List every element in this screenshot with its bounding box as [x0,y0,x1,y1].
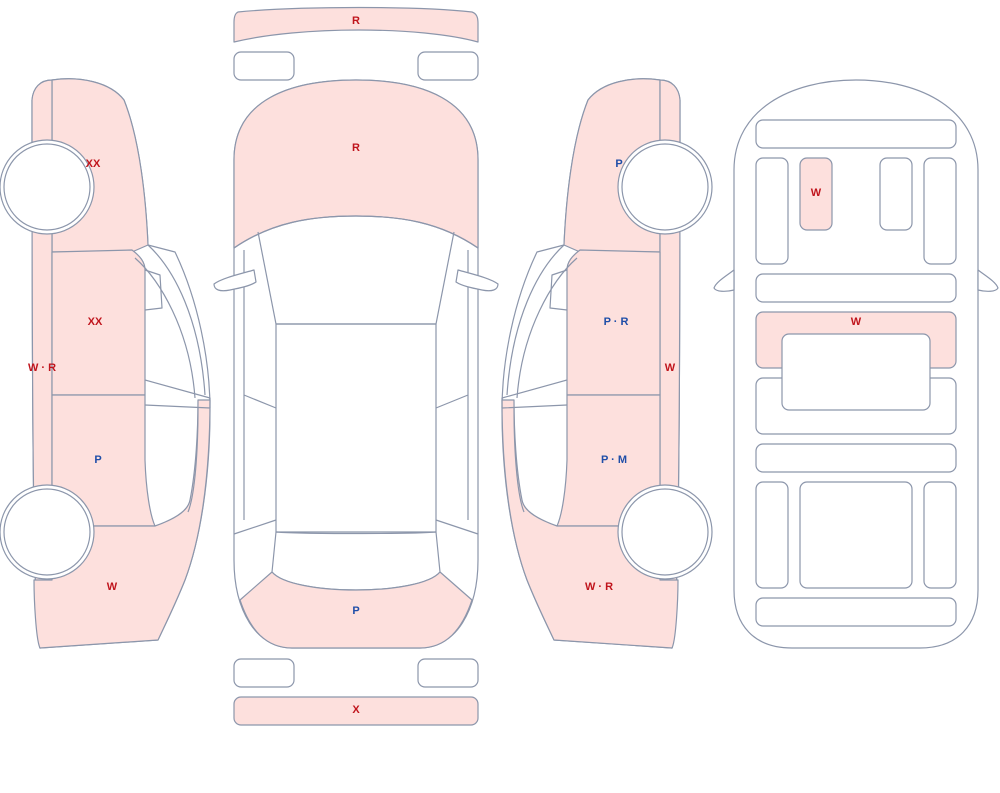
front-left-door-trim[interactable] [755,157,789,265]
left-front-wheel [3,143,91,231]
top-left-mirror [213,269,257,292]
code-right-front-door: P · R [604,316,629,328]
right-windshield-edge [506,244,578,399]
front-left-seat[interactable] [799,157,833,231]
top-right-mirror [455,269,499,292]
rear-bench-back[interactable] [755,443,957,473]
code-rear-bumper: P [352,605,359,617]
code-right-rocker: W [665,362,676,374]
front-bumper-strip[interactable] [233,6,479,43]
code-front-bumper-strip: R [352,15,360,27]
code-left-rear-door: P [94,454,101,466]
right-rear-quarter[interactable] [501,399,679,649]
code-right-front-fender: P [615,158,622,170]
right-mirror [549,269,568,311]
front-floor-panel[interactable] [755,273,957,303]
code-right-rear-quarter: W · R [585,581,613,593]
right-headlight [417,51,479,81]
left-window-lines [144,379,211,513]
code-rear-bumper-strip: X [352,704,360,716]
code-hood: R [352,142,360,154]
code-right-rear-door: P · M [601,454,627,466]
dashboard[interactable] [755,119,957,149]
left-side-view: XX XX W · R P W [0,78,211,649]
interior-left-mirror [713,269,735,292]
left-rear-wheel [3,488,91,576]
left-mirror [144,269,163,311]
rear-seat[interactable] [781,333,931,411]
rear-bumper[interactable] [239,571,473,649]
right-front-door[interactable] [566,249,661,396]
trunk-sill[interactable] [755,597,957,627]
interior-right-mirror [977,269,999,292]
right-side-view: P P · R W P · M W · R [501,78,713,649]
rear-bumper-strip[interactable] [233,696,479,726]
code-left-rear-quarter: W [107,581,118,593]
interior-view: W W [713,79,999,649]
rear-left-door-trim[interactable] [755,481,789,589]
right-front-wheel [621,143,709,231]
top-view: R R P X [213,6,499,726]
right-taillight [417,658,479,688]
left-front-door[interactable] [51,249,146,396]
cargo-floor[interactable] [799,481,913,589]
left-rear-quarter[interactable] [33,399,211,649]
code-left-rocker: W · R [28,362,56,374]
code-front-left-seat: W [811,187,822,199]
code-mid-floor-panel: W [851,316,862,328]
right-window-lines [501,379,568,513]
left-taillight [233,658,295,688]
code-left-front-door: XX [88,316,103,328]
left-windshield-edge [134,244,206,399]
front-right-door-trim[interactable] [923,157,957,265]
rear-right-door-trim[interactable] [923,481,957,589]
roof [275,323,437,533]
top-side-lines [233,250,479,535]
front-right-seat[interactable] [879,157,913,231]
right-rear-wheel [621,488,709,576]
code-left-front-fender: XX [86,158,101,170]
left-headlight [233,51,295,81]
